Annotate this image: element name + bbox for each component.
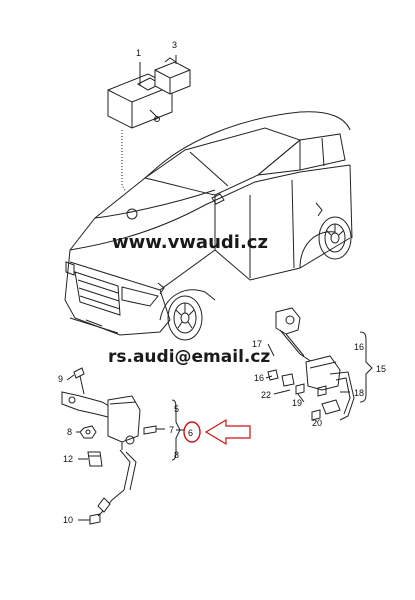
callout-6: 6 xyxy=(188,428,193,438)
callout-8b: 8 xyxy=(174,450,179,460)
highlight-arrow xyxy=(204,418,251,446)
callout-15: 15 xyxy=(376,364,386,374)
callout-9: 9 xyxy=(58,374,63,384)
control-unit-part xyxy=(107,73,173,129)
bushing-12 xyxy=(78,451,103,467)
callout-8: 8 xyxy=(67,427,72,437)
callout-7: 7 xyxy=(169,425,174,435)
screw-5 xyxy=(143,425,165,435)
highlight-circle xyxy=(183,421,201,443)
nut-8 xyxy=(76,425,97,439)
screw-9 xyxy=(66,367,85,395)
callout-18: 18 xyxy=(354,388,364,398)
callout-12: 12 xyxy=(63,454,73,464)
watermark-email: rs.audi@email.cz xyxy=(108,347,270,367)
rear-level-sensor xyxy=(275,307,355,421)
callout-20: 20 xyxy=(312,418,322,428)
callout-22: 22 xyxy=(261,390,271,400)
connector-part xyxy=(154,57,191,95)
watermark-site: www.vwaudi.cz xyxy=(112,232,268,253)
callout-1: 1 xyxy=(136,48,141,58)
screw-10 xyxy=(78,513,101,525)
car-body xyxy=(64,111,353,341)
callout-16b: 16 xyxy=(254,373,264,383)
callout-10: 10 xyxy=(63,515,73,525)
callout-5: 5 xyxy=(174,404,179,414)
callout-19: 19 xyxy=(292,398,302,408)
callout-16a: 16 xyxy=(354,342,364,352)
callout-17: 17 xyxy=(252,339,262,349)
callout-3: 3 xyxy=(172,40,177,50)
front-level-sensor xyxy=(61,391,141,517)
